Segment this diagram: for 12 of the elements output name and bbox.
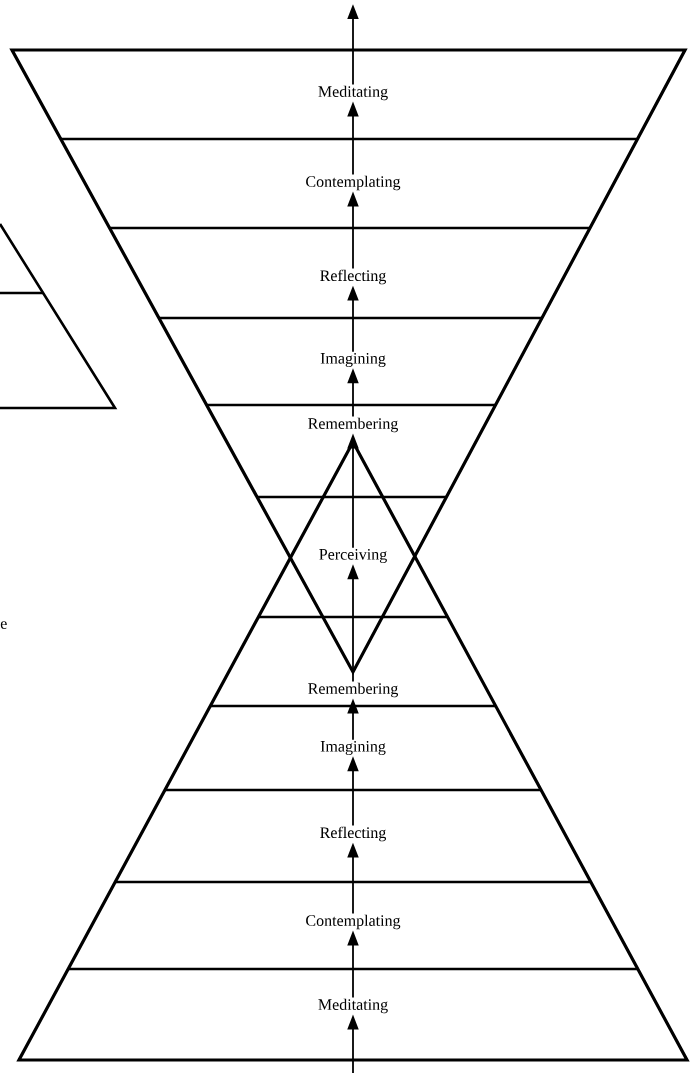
stage-label: Meditating	[318, 998, 388, 1014]
stage-label: Reflecting	[320, 826, 387, 842]
stage-label: Meditating	[318, 85, 388, 101]
stage-label: Remembering	[308, 417, 399, 433]
stage-label: Remembering	[308, 682, 399, 698]
stage-label: Perceiving	[319, 549, 387, 564]
stage-label: Reflecting	[320, 269, 387, 285]
stage-label: Contemplating	[306, 175, 401, 191]
stage-label: Imagining	[320, 741, 386, 756]
text-fragment: e	[0, 621, 7, 629]
stage-label: Contemplating	[306, 914, 401, 930]
stage-label: Imagining	[320, 353, 386, 368]
